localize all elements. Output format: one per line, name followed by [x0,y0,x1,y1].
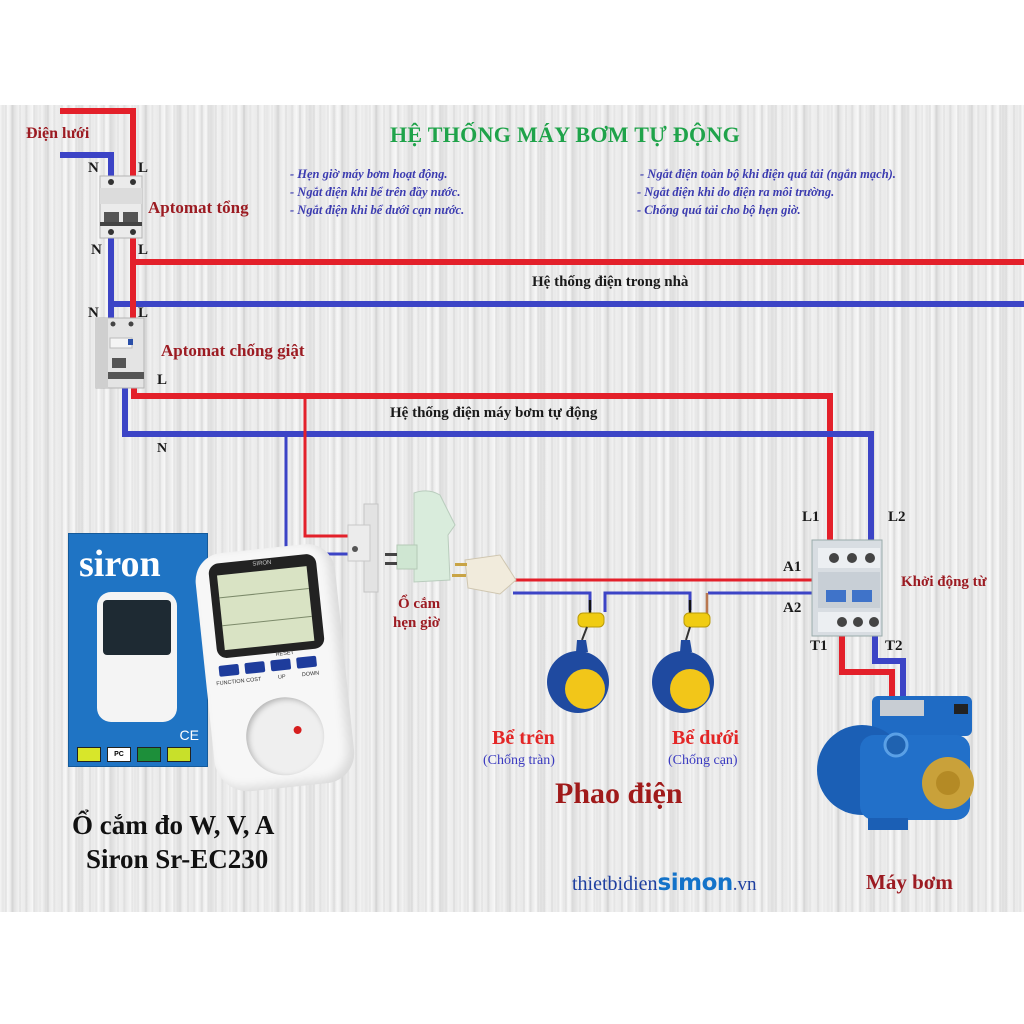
timer-socket-device [385,490,456,583]
up-button[interactable] [270,658,292,672]
float-switch-label: Phao điện [555,777,683,810]
pump-t2-wire [872,633,906,700]
house-system-label: Hệ thống điện trong nhà [532,274,689,290]
terminal-l-2: L [138,242,149,258]
meter-caption-line-2: Siron Sr-EC230 [86,844,269,874]
float-switch-upper [547,600,609,713]
main-breaker-live-out [130,238,1024,265]
cost-button[interactable] [244,661,266,675]
main-breaker-neutral-out [108,238,1024,307]
pump-system-label: Hệ thống điện máy bơm tự động [390,405,598,421]
water-pump [817,696,974,830]
feature-left-3: - Ngắt điện khi bể dưới cạn nước. [290,203,465,217]
cost-button-label: COST [245,676,262,685]
terminal-l-1: L [138,160,149,176]
down-button-label: DOWN [301,670,320,679]
pump-neutral-wire [122,388,874,548]
wall-socket [347,503,379,593]
terminal-l1: L1 [802,509,820,525]
up-button-label: UP [277,673,286,681]
pump-label: Máy bơm [866,870,953,894]
feature-right-2: - Ngắt điện khi do điện ra môi trường. [637,185,835,199]
timer-socket-label-1: Ổ cắm [398,596,441,612]
badge-4 [167,747,191,762]
rcd-breaker [95,317,145,389]
function-button-label: FUNCTION [216,678,245,688]
upper-tank-label: Bể trên [492,727,555,749]
upper-tank-note: (Chống tràn) [483,753,555,768]
main-breaker-label: Aptomat tổng [148,198,249,217]
feature-left-1: - Hẹn giờ máy bơm hoạt động. [290,167,448,181]
terminal-a2: A2 [783,600,802,616]
main-breaker [99,175,143,239]
function-button[interactable] [218,663,240,677]
pump-t1-wire [839,633,895,700]
rcd-breaker-label: Aptomat chống giật [161,341,305,360]
terminal-l-4: L [157,372,168,388]
power-plug [452,554,517,595]
meter-caption-line-1: Ổ cắm đo W, V, A [72,810,275,840]
terminal-t1: T1 [810,638,828,654]
terminal-n-4: N [157,441,168,456]
terminal-a1: A1 [783,559,802,575]
terminal-l-3: L [138,305,149,321]
box-brand-name: siron [79,543,161,585]
pump-live-wire [131,388,833,545]
lower-tank-note: (Chống cạn) [668,753,738,768]
badge-pc: PC [107,747,131,762]
grid-label: Điện lưới [26,125,90,142]
timer-socket-label-2: hẹn giờ [393,615,441,631]
siron-power-meter: SIRON RESET FUNCTION COST UP DOWN [192,541,358,795]
terminal-n-3: N [88,305,99,321]
box-meter-image [97,592,177,722]
terminal-l2: L2 [888,509,906,525]
badge-1 [77,747,101,762]
float-neutral-seg-2 [603,591,692,612]
terminal-n-1: N [88,160,99,176]
watermark-brand: simon [657,870,734,896]
down-button[interactable] [296,655,318,669]
float-switch-lower [652,600,714,713]
grid-live-wire [60,108,136,176]
watermark-suffix: .vn [732,874,757,895]
feature-right-3: - Chống quá tải cho bộ hẹn giờ. [637,203,801,217]
lower-tank-label: Bể dưới [672,727,739,749]
terminal-t2: T2 [885,638,903,654]
meter-lcd [217,566,315,651]
meter-socket-outlet [242,693,329,780]
siron-product-box: siron CE PC [68,533,208,767]
badge-3 [137,747,161,762]
terminal-n-2: N [91,242,102,258]
ce-mark: CE [179,727,199,743]
timer-live-drop [303,396,353,538]
float-neutral-seg-1 [513,591,592,610]
contactor-label: Khởi động từ [901,574,987,590]
meter-display-bezel: SIRON [207,553,326,659]
certification-badges: PC [77,747,191,762]
contactor-device [811,539,883,637]
feature-left-2: - Ngắt điện khi bể trên đầy nước. [290,185,461,199]
feature-right-1: - Ngắt điện toàn bộ khi điện quá tải (ng… [640,167,896,181]
meter-reset-label: RESET [275,649,295,658]
website-watermark: thietbidiensimon.vn [572,870,757,896]
grid-neutral-wire [60,152,114,178]
watermark-prefix: thietbidien [572,873,658,895]
page-title: HỆ THỐNG MÁY BƠM TỰ ĐỘNG [390,122,741,147]
